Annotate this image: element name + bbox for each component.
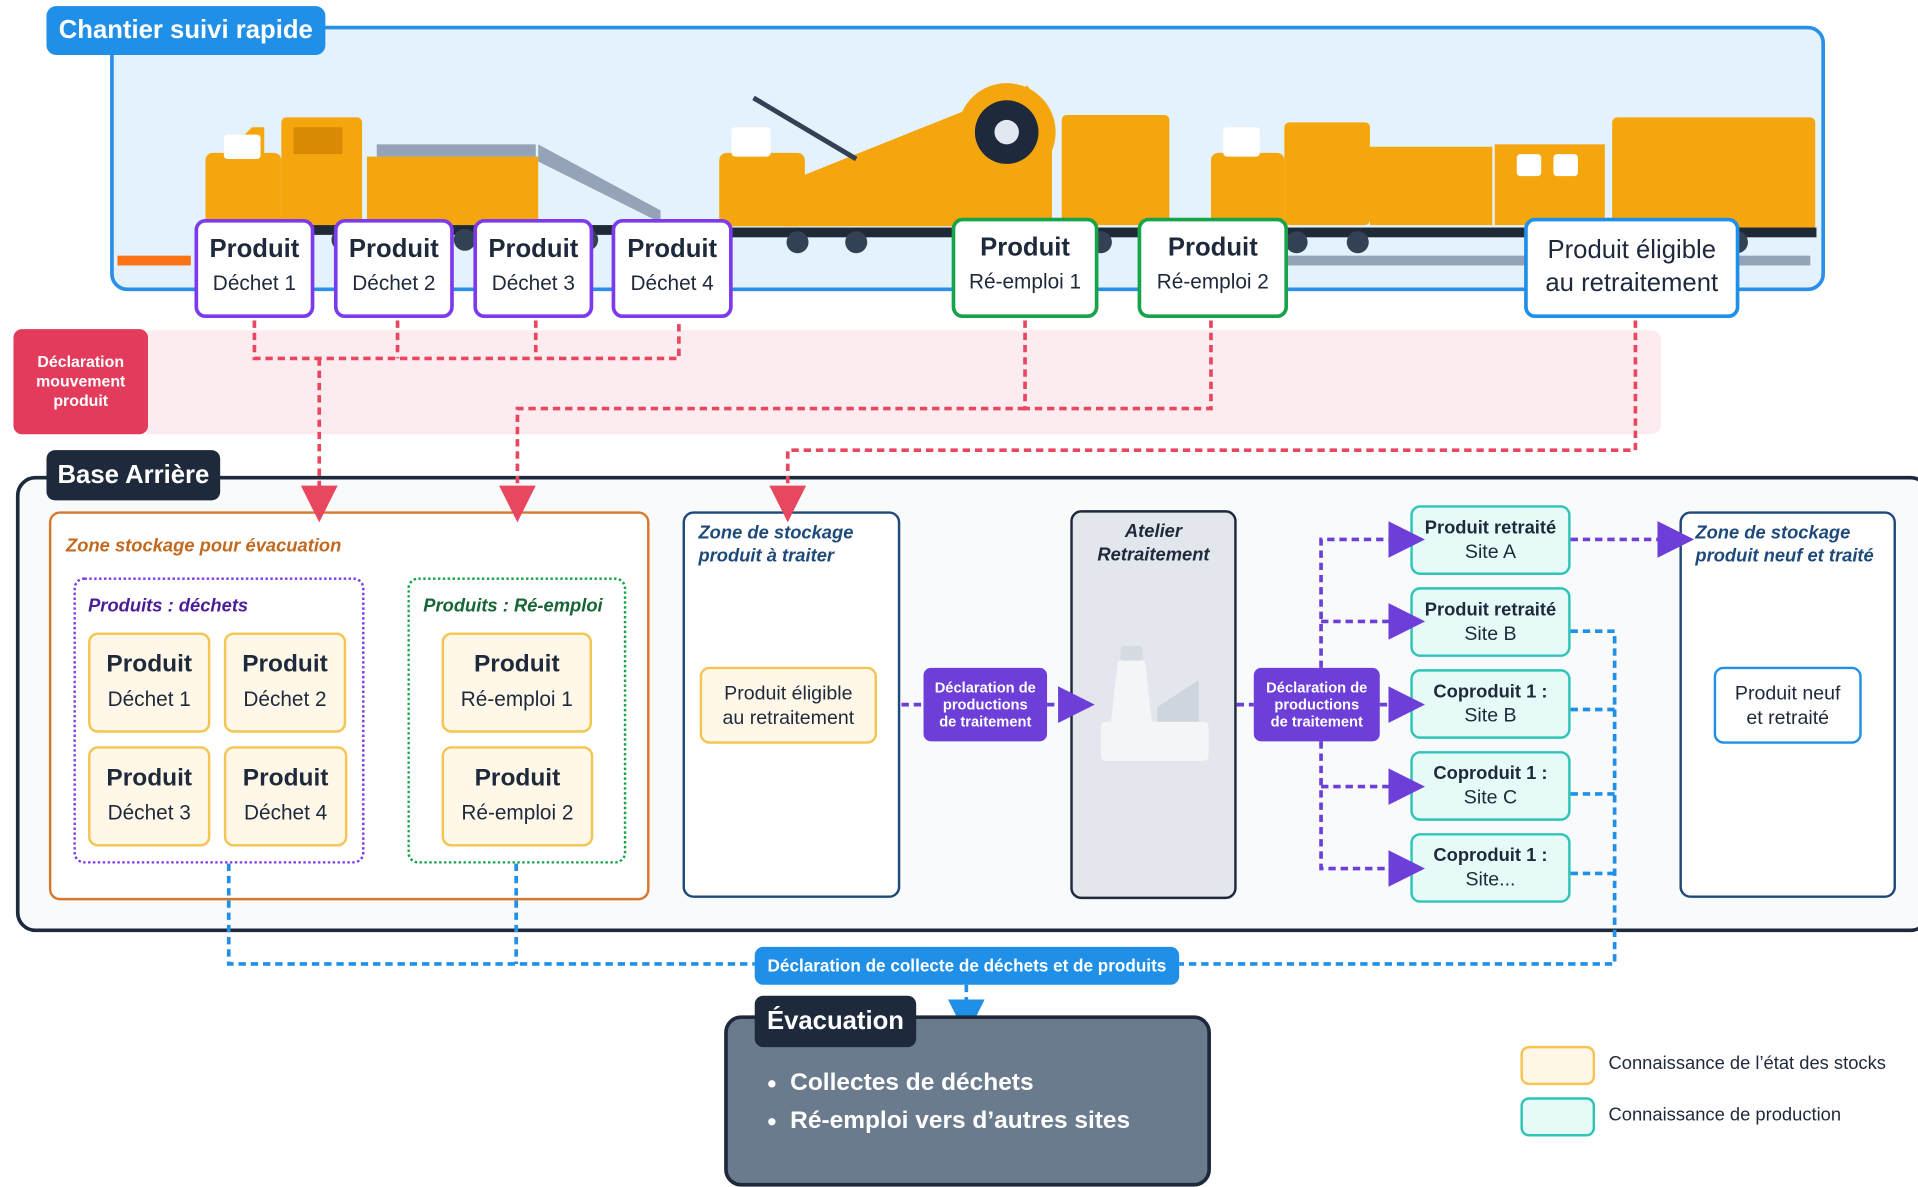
coproduit-site-b[interactable]: Coproduit 1 :Site B bbox=[1410, 669, 1571, 739]
evacuation-title: Évacuation bbox=[754, 995, 917, 1048]
group-dechets bbox=[73, 577, 365, 864]
legend-swatch-production bbox=[1520, 1097, 1596, 1137]
evacuation-list: Collectes de déchets Ré-emploi vers d’au… bbox=[763, 1064, 1130, 1140]
wagon-machine-icon bbox=[1210, 117, 1817, 254]
atelier-retraitement bbox=[1070, 510, 1237, 900]
group-dechets-title: Produits : déchets bbox=[88, 595, 249, 617]
declaration-mouvement-badge: Déclaration mouvement produit bbox=[13, 329, 149, 435]
group-reemploi-title: Produits : Ré-emploi bbox=[423, 595, 603, 617]
collecte-declaration-badge: Déclaration de collecte de déchets et de… bbox=[754, 946, 1180, 985]
coproduit-site-c[interactable]: Coproduit 1 :Site C bbox=[1410, 751, 1571, 821]
evacuation-item: Collectes de déchets bbox=[790, 1064, 1130, 1102]
legend-label-stocks: Connaissance de l’état des stocks bbox=[1608, 1053, 1886, 1075]
site-title: Chantier suivi rapide bbox=[46, 6, 326, 56]
stock-neuf[interactable]: Produit neuf et retraité bbox=[1713, 666, 1862, 744]
base-title: Base Arrière bbox=[46, 450, 221, 501]
coproduit-site-other[interactable]: Coproduit 1 :Site... bbox=[1410, 833, 1571, 903]
evacuation-item: Ré-emploi vers d’autres sites bbox=[790, 1102, 1130, 1140]
track-product-eligible[interactable]: Produit éligible au retraitement bbox=[1524, 217, 1740, 319]
excavator-machine-icon bbox=[719, 83, 1175, 254]
group-reemploi bbox=[407, 577, 627, 864]
legend-swatch-stocks bbox=[1520, 1045, 1596, 1086]
zone-evacuation-title: Zone stockage pour évacuation bbox=[66, 535, 342, 557]
stock-eligible[interactable]: Produit éligible au retraitement bbox=[699, 666, 878, 744]
legend-label-production: Connaissance de production bbox=[1608, 1104, 1842, 1126]
